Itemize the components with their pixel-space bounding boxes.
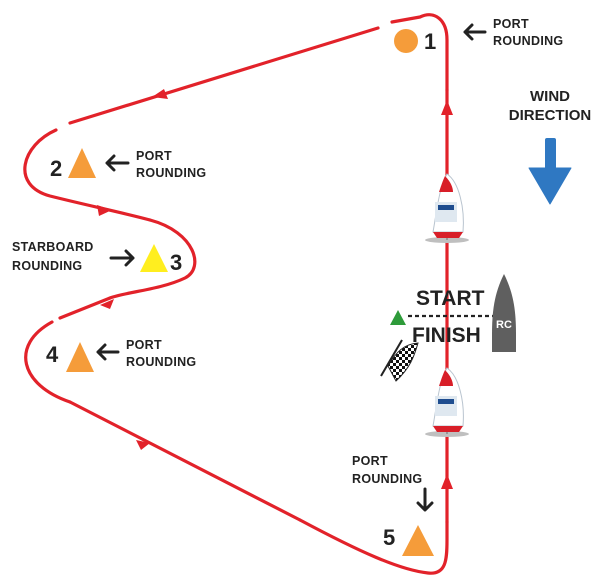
mark-2-rounding-note: PORT ROUNDING [105, 149, 206, 180]
mark-3-label-line-2: ROUNDING [12, 259, 82, 273]
course-leg-rounding-1 [390, 13, 449, 92]
mark-1-label-line-2: ROUNDING [493, 34, 563, 48]
mark-3-rounding-note: STARBOARD ROUNDING [12, 240, 135, 273]
mark-2-label-line-2: ROUNDING [136, 166, 206, 180]
mark-3-label-line-1: STARBOARD [12, 240, 94, 254]
checkered-flag-icon [380, 339, 419, 382]
mark-2: 2 [50, 148, 96, 181]
sailboat-icon [425, 367, 469, 437]
mark-4-label-line-1: PORT [126, 338, 162, 352]
course-arrow-right-2 [97, 205, 112, 216]
committee-boat-label: RC [496, 319, 512, 331]
course-leg-rounding-5 [298, 518, 449, 575]
arrow-left-icon [96, 343, 120, 361]
mark-4-number: 4 [46, 342, 59, 367]
mark-2-label-line-1: PORT [136, 149, 172, 163]
course-leg-rounding-4 [24, 320, 72, 404]
course-path [23, 13, 449, 575]
finish-label: FINISH [412, 324, 481, 347]
mark-1: 1 [394, 29, 436, 54]
course-leg-run [68, 400, 302, 522]
mark-1-rounding-note: PORT ROUNDING [463, 17, 563, 48]
mark-3: 3 [140, 244, 182, 275]
course-arrow-left-3 [100, 299, 114, 309]
sailboat-icon [425, 173, 469, 243]
mark-1-buoy-icon [394, 29, 418, 53]
wind-indicator: WIND DIRECTION [509, 88, 592, 205]
course-arrow-down-4 [136, 440, 150, 450]
mark-1-number: 1 [424, 29, 436, 54]
mark-3-buoy-icon [140, 244, 168, 272]
arrow-left-icon [463, 23, 487, 41]
mark-5-rounding-note: PORT ROUNDING [352, 454, 434, 512]
wind-label-line-2: DIRECTION [509, 107, 592, 124]
mark-5-number: 5 [383, 525, 395, 550]
mark-5-label-line-2: ROUNDING [352, 472, 422, 486]
mark-3-number: 3 [170, 250, 182, 275]
mark-5-label-line-1: PORT [352, 454, 388, 468]
course-arrow-up-1 [441, 100, 453, 115]
green-flag-icon [390, 310, 406, 325]
mark-5: 5 [383, 525, 434, 556]
mark-2-buoy-icon [68, 148, 96, 178]
mark-4-buoy-icon [66, 342, 94, 372]
start-finish-area: START FINISH RC [380, 274, 516, 382]
course-arrow-up-2 [441, 474, 453, 489]
mark-4-label-line-2: ROUNDING [126, 355, 196, 369]
course-leg-reach-1 [68, 26, 380, 125]
mark-4: 4 [46, 342, 94, 372]
mark-4-rounding-note: PORT ROUNDING [96, 338, 196, 369]
course-direction-arrows [97, 89, 453, 489]
committee-boat-icon: RC [492, 274, 516, 352]
mark-5-buoy-icon [402, 525, 434, 556]
wind-label-line-1: WIND [530, 88, 570, 105]
course-leg-reach-2 [58, 296, 112, 320]
start-label: START [416, 287, 485, 310]
wind-arrow-icon [528, 138, 572, 205]
mark-1-label-line-1: PORT [493, 17, 529, 31]
course-leg-rounding-3 [108, 218, 197, 300]
course-arrow-left-1 [152, 89, 168, 99]
arrow-right-icon [109, 249, 135, 267]
mark-2-number: 2 [50, 156, 62, 181]
course-leg-rounding-2 [23, 128, 152, 222]
arrow-down-icon [416, 487, 434, 512]
arrow-left-icon [105, 154, 130, 172]
